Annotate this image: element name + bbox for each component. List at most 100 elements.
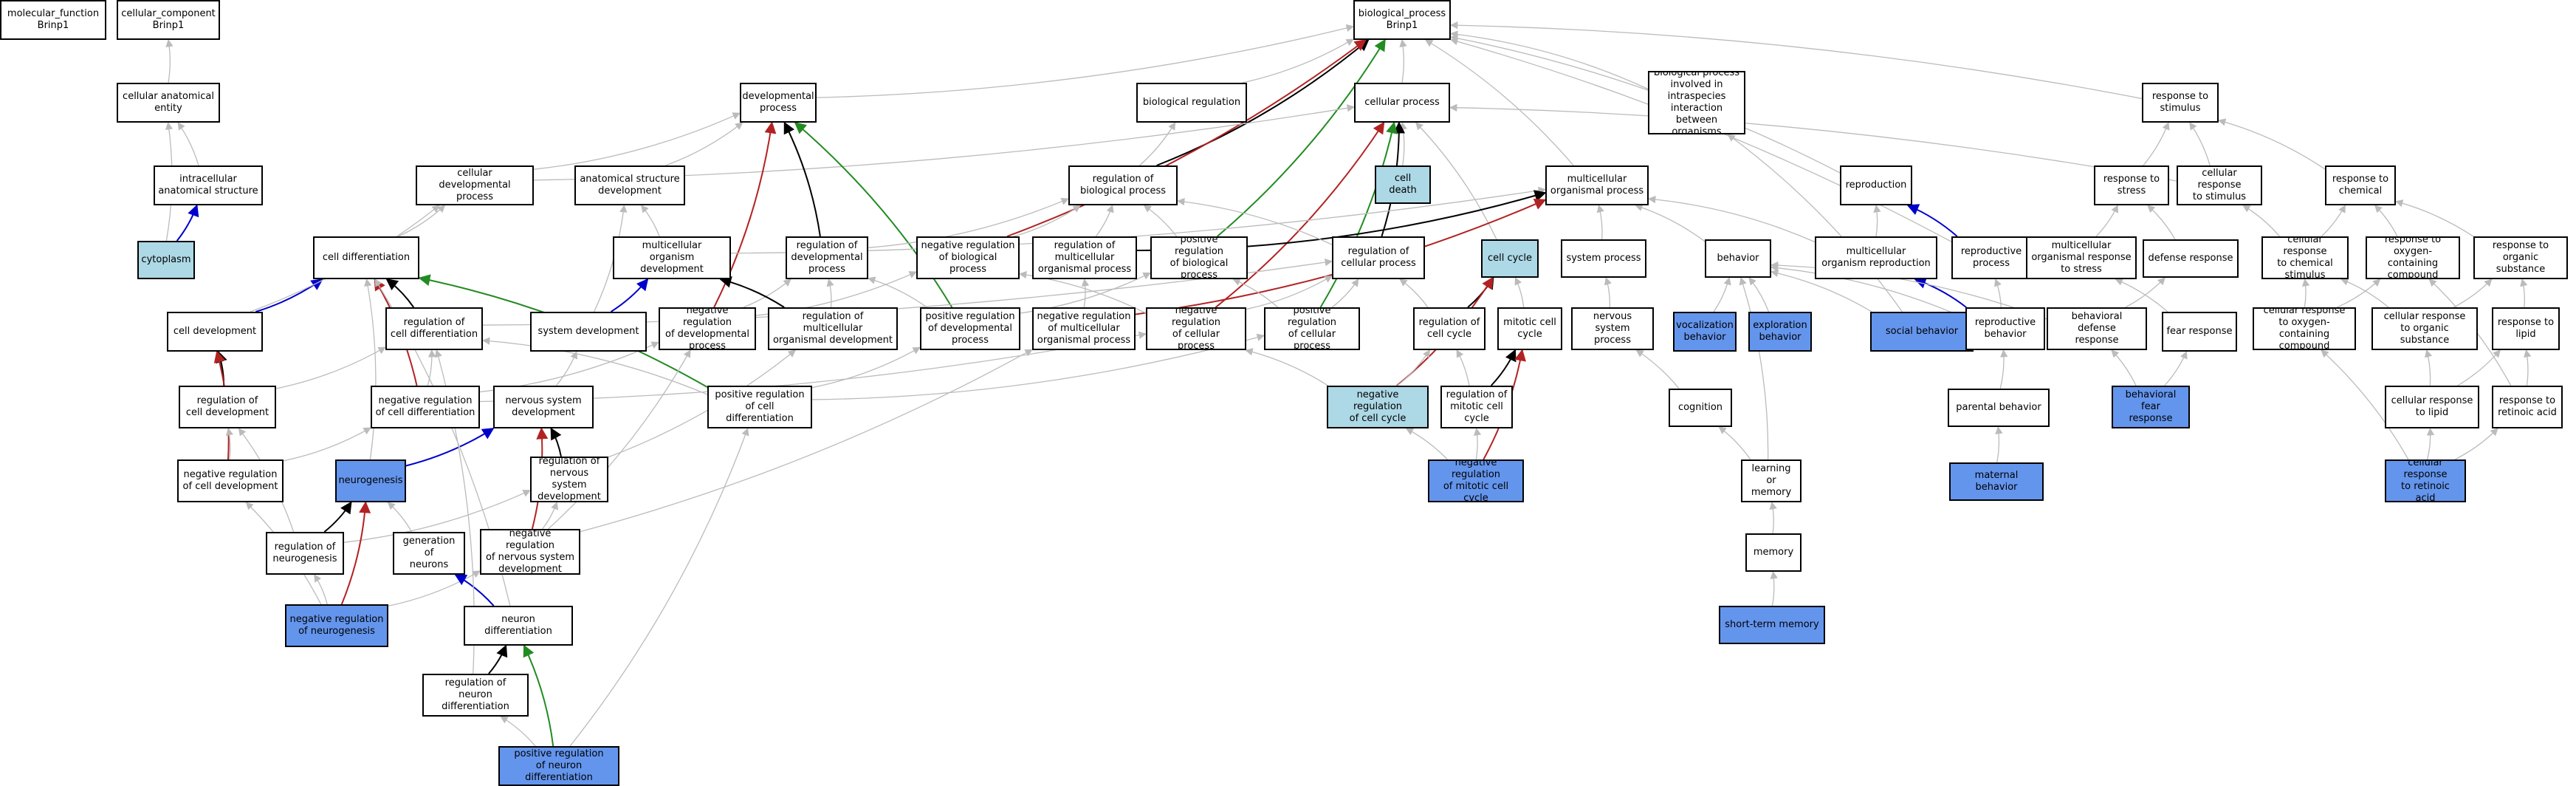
node-rccyc[interactable]: regulation of cell cycle xyxy=(1413,307,1486,350)
node-stm[interactable]: short-term memory xyxy=(1719,606,1825,644)
edge-mop-to-bp xyxy=(1424,39,1574,166)
node-label: anatomical structure development xyxy=(580,174,680,196)
node-bdr[interactable]: behavioral defense response xyxy=(2047,307,2147,350)
node-rbehav[interactable]: reproductive behavior xyxy=(1965,307,2045,350)
node-sysp[interactable]: system process xyxy=(1561,239,1646,278)
node-ccycle[interactable]: cell cycle xyxy=(1481,239,1539,278)
node-cp[interactable]: cellular process xyxy=(1354,83,1450,123)
node-learn[interactable]: learning or memory xyxy=(1741,459,1802,502)
node-rprocp[interactable]: reproductive process xyxy=(1951,236,2031,279)
node-morep[interactable]: multicellular organism reproduction xyxy=(1815,236,1937,279)
node-social[interactable]: social behavior xyxy=(1870,312,1974,352)
node-cc[interactable]: cellular_component Brinp1 xyxy=(117,0,220,40)
node-prdp[interactable]: positive regulation of developmental pro… xyxy=(920,307,1020,350)
node-neurog[interactable]: neurogenesis xyxy=(335,459,406,502)
node-rcp[interactable]: regulation of cellular process xyxy=(1332,236,1425,279)
node-ros[interactable]: response to organic substance xyxy=(2473,236,2568,279)
node-rocc[interactable]: response to oxygen-containing compound xyxy=(2366,236,2460,279)
edge-crocc-to-crcs xyxy=(2301,278,2310,308)
node-devp[interactable]: developmental process xyxy=(740,83,817,123)
node-rneurog[interactable]: regulation of neurogenesis xyxy=(266,532,344,575)
node-sdev[interactable]: system development xyxy=(530,312,647,352)
node-nrcdev[interactable]: negative regulation of cell development xyxy=(177,459,284,502)
node-nrneurog[interactable]: negative regulation of neurogenesis xyxy=(285,604,388,647)
node-crocc[interactable]: cellular response to oxygen-containing c… xyxy=(2253,307,2356,350)
node-genn[interactable]: generation of neurons xyxy=(393,532,465,575)
node-cogn[interactable]: cognition xyxy=(1669,389,1732,427)
node-mcc[interactable]: mitotic cell cycle xyxy=(1497,307,1562,350)
node-bfear[interactable]: behavioral fear response xyxy=(2112,386,2190,428)
node-cyto[interactable]: cytoplasm xyxy=(137,241,195,279)
node-rnd[interactable]: regulation of neuron differentiation xyxy=(422,674,529,717)
node-mors[interactable]: multicellular organismal response to str… xyxy=(2026,236,2137,279)
node-nrcd[interactable]: negative regulation of cell differentiat… xyxy=(371,386,480,428)
node-prcp[interactable]: positive regulation of cellular process xyxy=(1264,307,1360,350)
node-ias[interactable]: intracellular anatomical structure xyxy=(154,165,263,205)
node-nrcp[interactable]: negative regulation of cellular process xyxy=(1146,307,1246,350)
node-celldev[interactable]: cell development xyxy=(167,312,263,352)
node-repro[interactable]: reproduction xyxy=(1840,165,1912,205)
node-rra[interactable]: response to retinoic acid xyxy=(2492,386,2563,428)
edge-nrmcc-to-rmcc xyxy=(1473,427,1482,460)
node-vocal[interactable]: vocalization behavior xyxy=(1673,312,1737,352)
node-pbehav[interactable]: parental behavior xyxy=(1948,389,2050,427)
node-rts[interactable]: response to stimulus xyxy=(2142,83,2219,123)
node-nrmop[interactable]: negative regulation of multicellular org… xyxy=(1032,307,1136,350)
node-rbp[interactable]: regulation of biological process xyxy=(1068,165,1178,205)
edge-rccyc-to-rcp xyxy=(1399,278,1429,308)
node-rdevp[interactable]: regulation of developmental process xyxy=(786,236,868,279)
node-behav[interactable]: behavior xyxy=(1705,239,1771,278)
node-nrdp[interactable]: negative regulation of developmental pro… xyxy=(659,307,756,350)
node-mop[interactable]: multicellular organismal process xyxy=(1545,165,1649,205)
node-rmod[interactable]: regulation of multicellular organismal d… xyxy=(768,307,898,350)
node-rmop[interactable]: regulation of multicellular organismal p… xyxy=(1032,236,1137,279)
node-label: biological regulation xyxy=(1142,97,1241,108)
node-prnd[interactable]: positive regulation of neuron differenti… xyxy=(498,746,619,786)
node-rchem[interactable]: response to chemical xyxy=(2325,165,2396,205)
node-cae[interactable]: cellular anatomical entity xyxy=(117,83,220,123)
node-label: regulation of cell development xyxy=(185,395,269,418)
node-fear[interactable]: fear response xyxy=(2162,312,2237,352)
node-prcd[interactable]: positive regulation of cell differentiat… xyxy=(707,386,812,428)
node-label: response to chemical xyxy=(2332,174,2389,196)
node-mbehav[interactable]: maternal behavior xyxy=(1949,462,2044,501)
edge-crs-to-cp xyxy=(1449,103,2177,182)
node-nrcc[interactable]: negative regulation of cell cycle xyxy=(1327,386,1429,428)
node-crs[interactable]: cellular response to stimulus xyxy=(2177,165,2262,205)
node-rlipid[interactable]: response to lipid xyxy=(2492,307,2560,350)
node-explo[interactable]: exploration behavior xyxy=(1748,312,1812,352)
node-nrnsd[interactable]: negative regulation of nervous system de… xyxy=(480,529,580,575)
node-defr[interactable]: defense response xyxy=(2143,239,2239,278)
node-label: parental behavior xyxy=(1956,402,2041,413)
node-asd[interactable]: anatomical structure development xyxy=(574,165,685,205)
node-nsd[interactable]: nervous system development xyxy=(493,386,594,428)
node-mod[interactable]: multicellular organism development xyxy=(613,236,731,279)
node-mf[interactable]: molecular_function Brinp1 xyxy=(0,0,106,40)
node-rstress[interactable]: response to stress xyxy=(2094,165,2169,205)
node-rmcc[interactable]: regulation of mitotic cell cycle xyxy=(1440,386,1513,428)
edge-prdp-to-rdevp xyxy=(868,276,927,308)
node-bpint[interactable]: biological process involved in intraspec… xyxy=(1648,71,1745,134)
node-rcdev[interactable]: regulation of cell development xyxy=(179,386,276,428)
node-cdp[interactable]: cellular developmental process xyxy=(416,165,534,205)
edge-prcp-to-cp xyxy=(1319,121,1398,308)
node-rcd[interactable]: regulation of cell differentiation xyxy=(385,307,483,350)
node-cdeath[interactable]: cell death xyxy=(1375,165,1431,204)
node-bp[interactable]: biological_process Brinp1 xyxy=(1353,0,1451,40)
node-label: system process xyxy=(1566,253,1641,264)
node-cros[interactable]: cellular response to organic substance xyxy=(2371,307,2478,350)
node-nrmcc[interactable]: negative regulation of mitotic cell cycl… xyxy=(1428,459,1524,502)
node-cdiff[interactable]: cell differentiation xyxy=(313,236,419,279)
node-memory[interactable]: memory xyxy=(1745,533,1802,572)
node-nsp[interactable]: nervous system process xyxy=(1571,307,1654,350)
node-breg[interactable]: biological regulation xyxy=(1136,83,1247,123)
node-ndiff[interactable]: neuron differentiation xyxy=(464,606,573,646)
edge-rcd-to-cdiff xyxy=(385,278,415,308)
node-prbp[interactable]: positive regulation of biological proces… xyxy=(1150,236,1248,279)
node-crlipid[interactable]: cellular response to lipid xyxy=(2385,386,2479,428)
node-crcs[interactable]: cellular response to chemical stimulus xyxy=(2261,236,2349,279)
node-rnsd[interactable]: regulation of nervous system development xyxy=(530,457,608,502)
node-label: system development xyxy=(537,326,639,337)
node-crra[interactable]: cellular response to retinoic acid xyxy=(2385,459,2466,502)
node-nrbp[interactable]: negative regulation of biological proces… xyxy=(916,236,1020,279)
